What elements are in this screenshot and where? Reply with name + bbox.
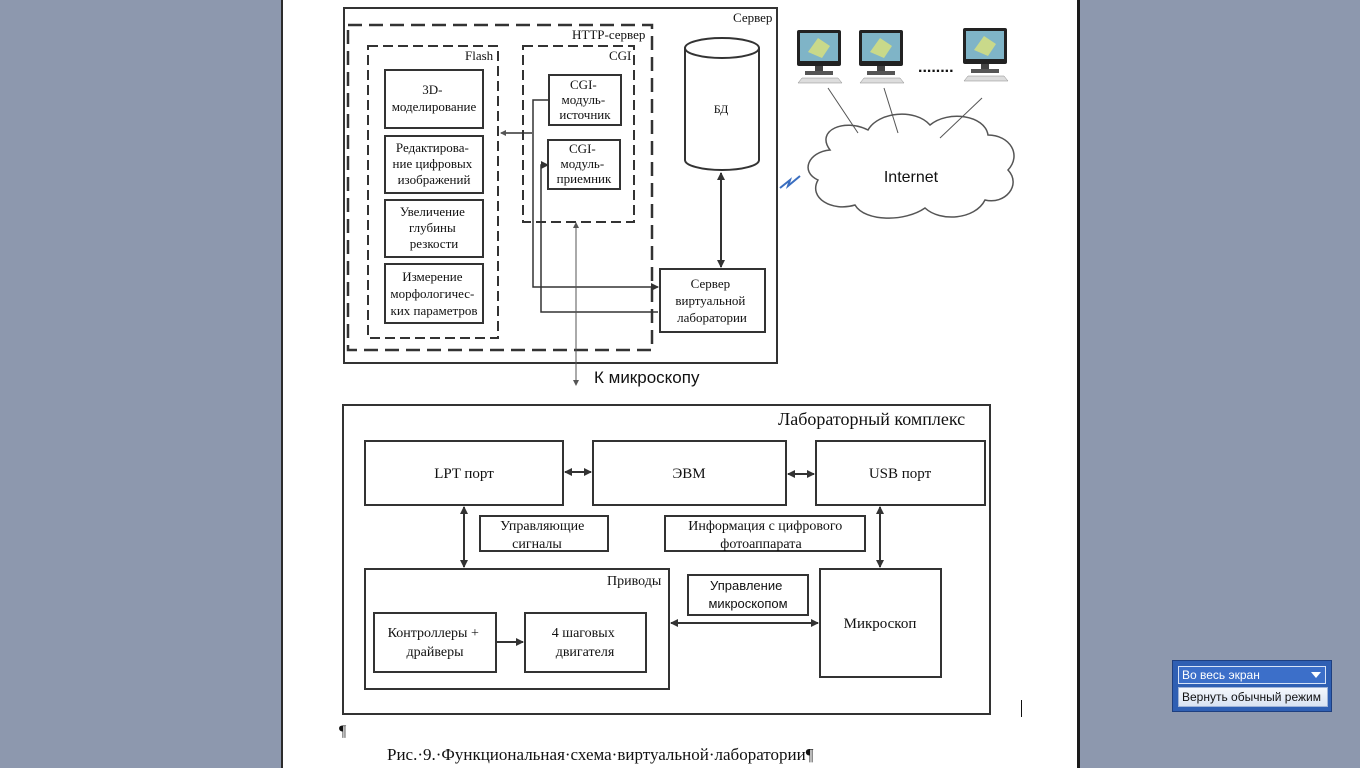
svg-text:Информация с цифрового фот: Информация с цифрового фотоаппарата: [688, 519, 846, 552]
svg-text:Контроллеры + драйверы: Контроллеры + драйверы: [388, 626, 483, 660]
svg-text:4 шаговых двигателя: 4 шаговых двигателя: [552, 626, 618, 660]
clients-ellipsis: ........: [918, 59, 954, 76]
view-mode-value: Во весь экран: [1182, 668, 1260, 682]
fullscreen-toolbar: Во весь экран Вернуть обычный режим: [1172, 660, 1332, 712]
view-mode-dropdown[interactable]: Во весь экран: [1178, 666, 1326, 684]
cgi-box: [522, 45, 635, 223]
lpt-port-label: LPT порт: [434, 466, 494, 482]
pilcrow-mark: ¶: [339, 723, 347, 740]
microscope-box: [819, 568, 942, 678]
computer-label: ЭВМ: [672, 466, 705, 482]
cgi-source-module: [548, 74, 622, 126]
controllers-text: драйверы: [407, 645, 465, 660]
flash-item-text: ких параметров: [391, 303, 478, 318]
client-link: [883, 87, 899, 134]
control-signals-text: сигналы: [512, 537, 562, 552]
lab-complex-box: [342, 404, 991, 715]
usb-port-label: USB порт: [869, 466, 932, 482]
client-computer-icon: [963, 28, 1009, 82]
http-server-box: [346, 23, 654, 352]
client-computer-icon: [859, 30, 905, 84]
svg-text:Увеличение глубины рез: Увеличение глубины резкости: [400, 204, 468, 251]
cgi-label: CGI: [609, 48, 631, 63]
camera-info-box: [664, 515, 866, 552]
to-microscope-label: К микроскопу: [594, 368, 700, 387]
flash-item-text: ние цифровых: [393, 156, 473, 171]
text-cursor: [1021, 700, 1022, 717]
database-label: БД: [714, 102, 729, 116]
microscope-control-box: [687, 574, 809, 616]
svg-text:Управление микроскопом: Управление микроскопом: [708, 578, 787, 611]
flash-item-text: моделирование: [392, 99, 477, 114]
control-signals-box: [479, 515, 609, 552]
flash-item-text: 3D-: [422, 82, 442, 97]
svg-text:Редактирова- ние цифровых: Редактирова- ние цифровых изображений: [393, 140, 476, 187]
flash-item-text: изображений: [398, 172, 471, 187]
camera-info-text: фотоаппарата: [720, 537, 802, 552]
database-cylinder: [684, 37, 760, 171]
drives-label: Приводы: [607, 574, 662, 589]
flash-item-image-editing: [384, 135, 484, 194]
svg-text:3D- моделирование: 3D- моделирование: [392, 82, 477, 114]
flash-item-depth-of-field: [384, 199, 484, 258]
controllers-box: [373, 612, 497, 673]
lab-complex-label: Лабораторный комплекс: [778, 409, 965, 429]
figure-caption: Рис.·9.·Функциональная·схема·виртуальной…: [387, 745, 814, 764]
flash-item-text: Редактирова-: [396, 140, 469, 155]
virtual-lab-server-box: [659, 268, 766, 333]
flash-item-text: морфологичес-: [390, 286, 474, 301]
cgi-receiver-connector: [540, 161, 658, 313]
svg-text:CGI- модуль- источник: CGI- модуль- источник: [559, 77, 611, 122]
camera-info-text: Информация с цифрового: [688, 519, 842, 534]
server-label: Сервер: [733, 10, 772, 25]
client-link: [939, 97, 983, 139]
stepper-motors-text: двигателя: [556, 645, 615, 660]
svg-text:Сервер виртуальной лаб: Сервер виртуальной лаборатории: [675, 276, 748, 325]
cgi-item-text: модуль-: [561, 156, 605, 171]
microscope-label: Микроскоп: [844, 616, 917, 632]
server-box: [343, 7, 778, 364]
svg-text:Измерение морфологичес-: Измерение морфологичес- ких параметров: [390, 269, 477, 318]
restore-normal-mode-button[interactable]: Вернуть обычный режим: [1178, 687, 1328, 707]
cgi-source-connector: [532, 99, 659, 291]
stepper-motors-text: 4 шаговых: [552, 626, 615, 641]
flash-label: Flash: [465, 48, 494, 63]
client-link: [827, 87, 859, 134]
flash-item-text: глубины: [409, 220, 456, 235]
flash-item-3d-modeling: [384, 69, 484, 129]
vlab-server-text: Сервер: [691, 276, 730, 291]
cgi-item-text: модуль-: [562, 92, 606, 107]
internet-cloud: [807, 113, 1015, 219]
network-link-icon: [779, 175, 801, 190]
internet-label: Internet: [884, 169, 939, 186]
svg-text:Управляющие сигналы: Управляющие сигналы: [500, 519, 588, 552]
cgi-item-text: CGI-: [570, 77, 597, 92]
computer-box: [592, 440, 787, 506]
flash-item-text: резкости: [410, 236, 458, 251]
http-server-label: HTTP-сервер: [572, 27, 645, 42]
microscope-control-text: микроскопом: [708, 596, 787, 611]
flash-item-text: Увеличение: [400, 204, 465, 219]
microscope-control-text: Управление: [710, 578, 782, 593]
lpt-port-box: [364, 440, 564, 506]
page-shadow-left: [281, 0, 283, 768]
chevron-down-icon[interactable]: [1311, 672, 1321, 678]
flash-item-morphology: [384, 263, 484, 324]
usb-port-box: [815, 440, 986, 506]
cgi-item-text: источник: [559, 107, 611, 122]
controllers-text: Контроллеры +: [388, 626, 479, 641]
cgi-item-text: приемник: [557, 171, 612, 186]
client-computer-icon: [797, 30, 843, 84]
control-signals-text: Управляющие: [500, 519, 584, 534]
stepper-motors-box: [524, 612, 647, 673]
cgi-item-text: CGI-: [569, 141, 596, 156]
page-shadow-right: [1077, 0, 1080, 768]
flash-item-text: Измерение: [402, 269, 463, 284]
flash-box: [367, 45, 499, 339]
vlab-server-text: лаборатории: [677, 310, 747, 325]
svg-text:CGI- модуль- приемник: CGI- модуль- приемник: [557, 141, 612, 186]
vlab-server-text: виртуальной: [675, 293, 745, 308]
